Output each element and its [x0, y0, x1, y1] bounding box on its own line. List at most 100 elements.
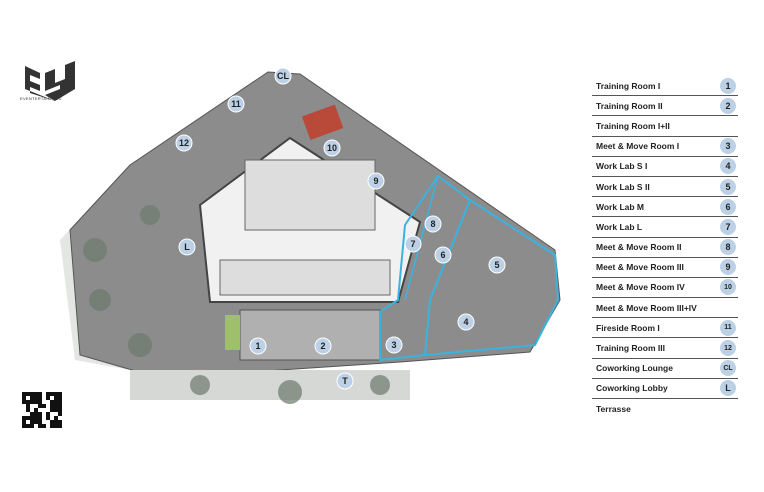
work-lab-divider-2 — [404, 175, 439, 301]
marker-circle — [178, 238, 196, 256]
marker-label: 10 — [327, 143, 337, 153]
room-marker-7[interactable]: 7 — [404, 235, 422, 253]
legend-item: Training Room II 2 — [592, 96, 738, 117]
legend-badge: 2 — [720, 97, 736, 114]
marker-circle — [457, 313, 475, 331]
green-area — [225, 315, 240, 350]
legend-label: Meet & Move Room III+IV — [596, 302, 697, 313]
work-lab-divider — [424, 199, 471, 356]
marker-circle — [404, 235, 422, 253]
legend-item: Terrasse — [592, 399, 738, 419]
room-marker-4[interactable]: 4 — [457, 313, 475, 331]
marker-circle — [227, 95, 245, 113]
legend-label: Meet & Move Room III — [596, 262, 684, 273]
legend-badge: 3 — [720, 138, 736, 155]
legend-label: Work Lab L — [596, 221, 643, 232]
room-marker-cl[interactable]: CL — [274, 67, 292, 85]
marker-label: 9 — [373, 176, 378, 186]
legend-item: Meet & Move Room III 9 — [592, 258, 738, 278]
marker-circle — [367, 172, 385, 190]
legend-label: Training Room I — [596, 80, 661, 91]
marker-label: 1 — [255, 341, 260, 351]
terrace-bottom — [130, 370, 410, 400]
legend-label: Training Room I+II — [596, 120, 670, 131]
marker-label: L — [184, 242, 190, 252]
legend-badge: 9 — [720, 259, 736, 276]
legend-label: Training Room II — [596, 100, 663, 111]
marker-label: 5 — [494, 260, 499, 270]
marker-label: T — [342, 376, 348, 386]
legend-badge: CL — [720, 360, 736, 377]
legend-item: Training Room III 12 — [592, 338, 738, 359]
legend-label: Terrasse — [596, 404, 631, 415]
red-area — [301, 104, 344, 141]
work-lab-outline — [379, 174, 560, 362]
legend-item: Training Room I+II — [592, 116, 738, 137]
marker-label: 4 — [463, 317, 468, 327]
trees — [83, 205, 390, 404]
legend-label: Work Lab S II — [596, 181, 650, 192]
marker-circle — [175, 134, 193, 152]
marker-label: CL — [277, 71, 289, 81]
legend-item: Coworking Lounge CL — [592, 359, 738, 379]
legend-label: Coworking Lounge — [596, 363, 673, 374]
marker-label: 2 — [320, 341, 325, 351]
room-marker-l[interactable]: L — [178, 238, 196, 256]
room-marker-11[interactable]: 11 — [227, 95, 245, 113]
core-rooms — [219, 259, 391, 296]
marker-circle — [336, 372, 354, 390]
brand-logo — [25, 61, 75, 101]
legend-badge: 10 — [720, 279, 736, 296]
legend-label: Coworking Lobby — [596, 383, 668, 394]
marker-label: 3 — [391, 340, 396, 350]
legend-item: Work Lab M 6 — [592, 197, 738, 218]
room-marker-6[interactable]: 6 — [434, 246, 452, 264]
marker-circle — [314, 337, 332, 355]
marker-circle — [385, 336, 403, 354]
marker-circle — [424, 215, 442, 233]
legend-badge: 5 — [720, 178, 736, 195]
room-marker-9[interactable]: 9 — [367, 172, 385, 190]
legend-badge: 7 — [720, 218, 736, 235]
legend-badge: 8 — [720, 239, 736, 256]
legend-badge: 1 — [720, 77, 736, 94]
legend-label: Work Lab S I — [596, 161, 648, 172]
marker-label: 11 — [231, 99, 241, 109]
legend-badge: L — [720, 380, 736, 397]
room-marker-8[interactable]: 8 — [424, 215, 442, 233]
marker-label: 6 — [440, 250, 445, 260]
legend-badge: 6 — [720, 198, 736, 215]
room-marker-3[interactable]: 3 — [385, 336, 403, 354]
legend-badge: 12 — [720, 340, 736, 357]
marker-circle — [434, 246, 452, 264]
brand-name: EVENTERTAIN YOU — [20, 96, 62, 101]
qr-code — [22, 392, 62, 428]
legend-item: Meet & Move Room III+IV — [592, 298, 738, 319]
marker-label: 12 — [179, 138, 189, 148]
room-marker-2[interactable]: 2 — [314, 337, 332, 355]
legend-label: Meet & Move Room I — [596, 141, 680, 152]
marker-label: 7 — [410, 239, 415, 249]
core-rooms-upper — [244, 159, 376, 231]
legend-item: Meet & Move Room IV 10 — [592, 278, 738, 299]
marker-circle — [274, 67, 292, 85]
room-marker-t[interactable]: T — [336, 372, 354, 390]
legend-label: Fireside Room I — [596, 322, 660, 333]
room-marker-5[interactable]: 5 — [488, 256, 506, 274]
room-marker-12[interactable]: 12 — [175, 134, 193, 152]
legend-label: Work Lab M — [596, 201, 645, 212]
legend-item: Meet & Move Room I 3 — [592, 137, 738, 157]
legend-item: Meet & Move Room II 8 — [592, 238, 738, 258]
marker-circle — [249, 337, 267, 355]
room-marker-1[interactable]: 1 — [249, 337, 267, 355]
marker-circle — [323, 139, 341, 157]
legend-item: Work Lab S II 5 — [592, 177, 738, 198]
legend-label: Training Room III — [596, 343, 665, 354]
room-marker-10[interactable]: 10 — [323, 139, 341, 157]
legend-label: Meet & Move Room IV — [596, 282, 685, 293]
legend-label: Meet & Move Room II — [596, 242, 682, 253]
